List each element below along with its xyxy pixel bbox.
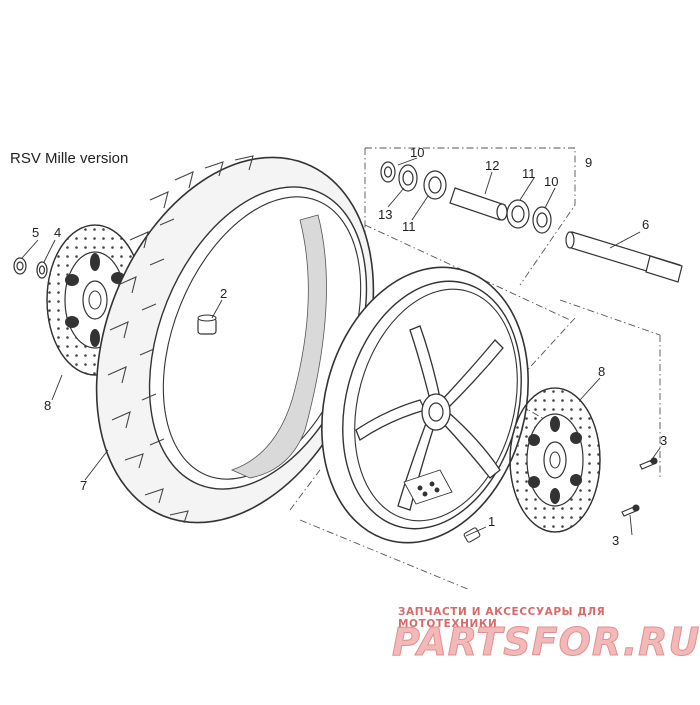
callout-13: 13 [378,207,392,222]
watermark-logo: PARTSFOR.RU [391,620,700,665]
valve [197,314,217,335]
right-brake-disc [509,387,601,533]
hub-parts [380,161,552,234]
callout-3-upper: 3 [660,433,667,448]
watermark-tagline: ЗАПЧАСТИ И АКСЕССУАРЫ ДЛЯ МОТОТЕХНИКИ [398,606,606,630]
diagram-title: RSV Mille version [10,150,129,167]
valve-stem [463,527,481,543]
wheel-rim [321,266,529,544]
callout-8-right: 8 [598,364,605,379]
callout-5: 5 [32,225,39,240]
callout-leaders [21,157,661,537]
tyre [95,155,375,524]
callout-12: 12 [485,158,499,173]
callout-1: 1 [488,514,495,529]
callout-9: 9 [585,155,592,170]
callout-numbers: 1 2 3 3 4 5 6 7 8 8 9 10 10 11 11 12 13 [32,145,667,548]
axle [565,231,683,283]
callout-2: 2 [220,286,227,301]
rim-valve-label [403,469,453,505]
callout-10-right: 10 [544,174,558,189]
callout-10-left: 10 [410,145,424,160]
callout-4: 4 [54,225,61,240]
callout-8-left: 8 [44,398,51,413]
callout-6: 6 [642,217,649,232]
callout-11-left: 11 [402,219,416,234]
left-spacer [13,257,48,279]
callout-3-lower: 3 [612,533,619,548]
callout-11-right: 11 [522,166,536,181]
callout-7: 7 [80,478,87,493]
screws [621,457,658,517]
